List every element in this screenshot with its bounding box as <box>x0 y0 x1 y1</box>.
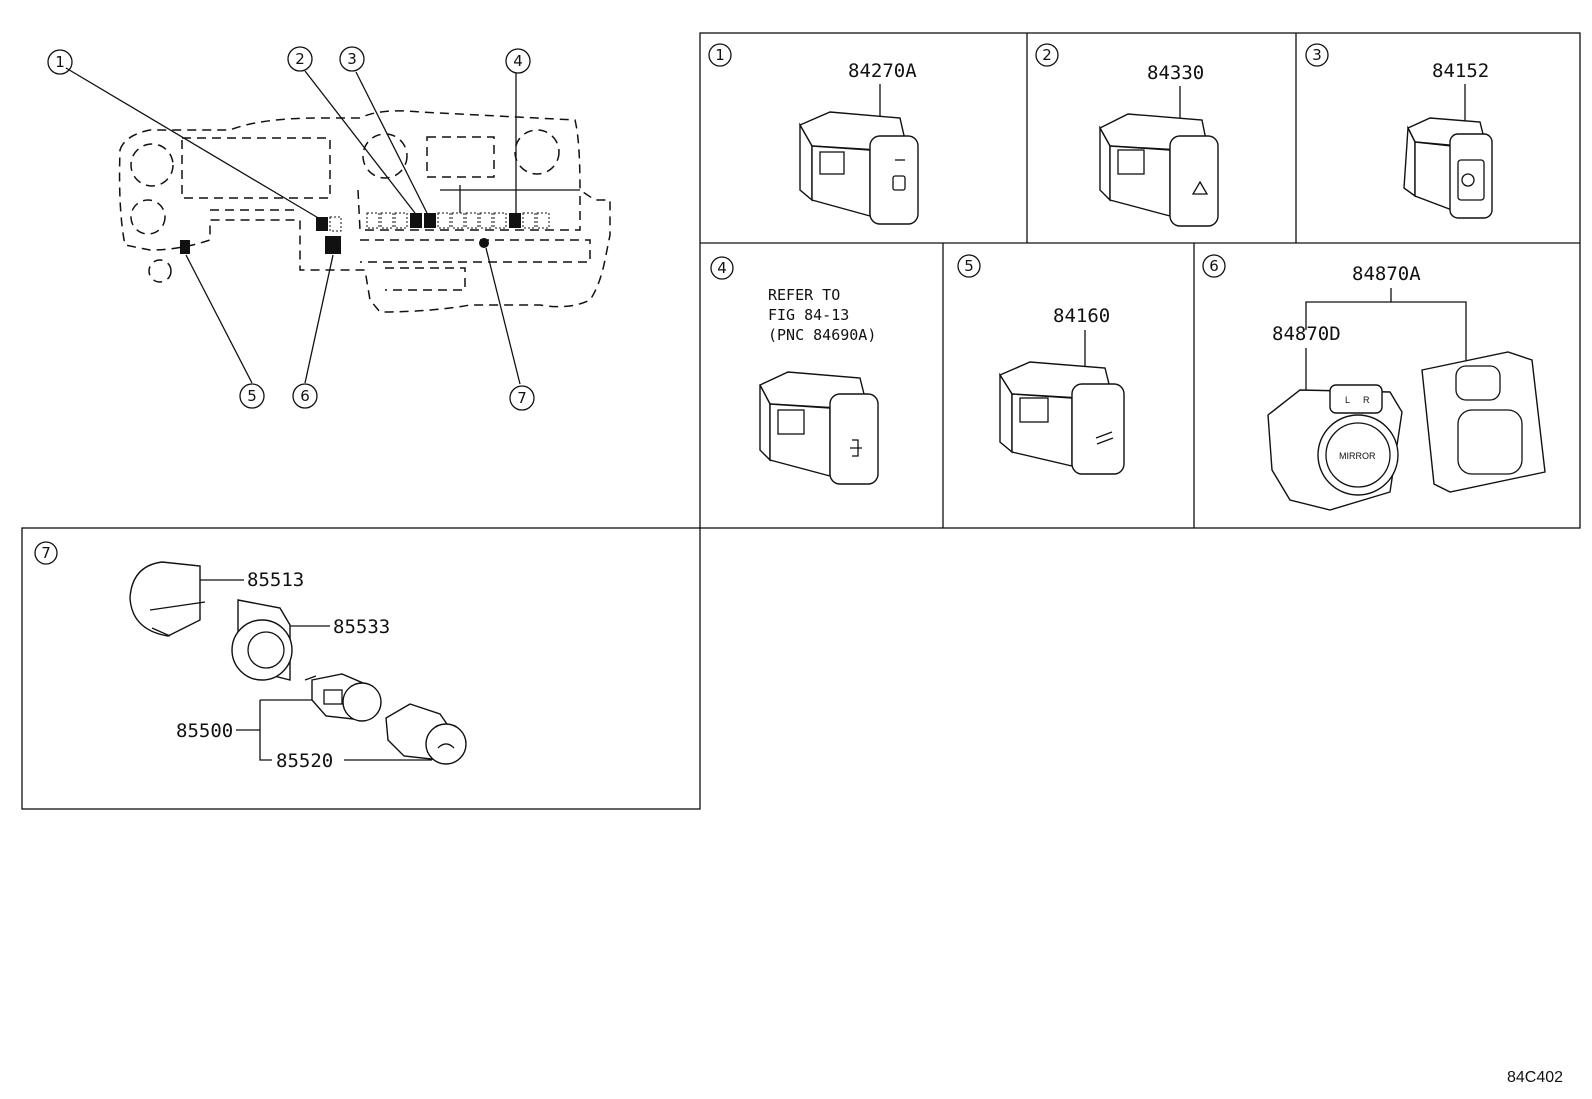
switch-6-marker <box>325 236 341 254</box>
part-number-84270A: 84270A <box>848 60 917 82</box>
part-number-85513: 85513 <box>247 569 304 591</box>
svg-text:2: 2 <box>295 50 305 68</box>
svg-text:1: 1 <box>715 46 725 64</box>
switch-84160 <box>998 361 1125 475</box>
part-number-84330: 84330 <box>1147 62 1204 84</box>
callout-2: 2 <box>287 46 313 72</box>
switch-84270A <box>799 111 919 225</box>
switch-1-marker <box>316 217 328 231</box>
part-number-85520: 85520 <box>276 750 333 772</box>
svg-text:5: 5 <box>247 387 257 405</box>
label-mirror: MIRROR <box>1339 451 1376 461</box>
part-number-84160: 84160 <box>1053 305 1110 327</box>
panel-2: 2 84330 <box>1035 43 1219 227</box>
callout-7: 7 <box>509 385 535 411</box>
figure-code: 84C402 <box>1507 1069 1563 1086</box>
label-r: R <box>1363 395 1370 405</box>
socket-7-marker <box>479 238 489 248</box>
svg-text:2: 2 <box>1042 46 1052 64</box>
svg-text:3: 3 <box>1312 46 1322 64</box>
callout-1: 1 <box>47 49 73 75</box>
plug-85520 <box>385 703 467 765</box>
switch-ref-84690A <box>759 371 879 485</box>
panel-4: 4 REFER TO FIG 84-13 (PNC 84690A) <box>710 256 879 485</box>
svg-text:4: 4 <box>513 52 523 70</box>
svg-text:7: 7 <box>517 389 527 407</box>
callout-5: 5 <box>239 383 265 409</box>
part-number-84870A: 84870A <box>1352 263 1421 285</box>
reference-note-line-3: (PNC 84690A) <box>768 326 876 344</box>
switch-strip <box>366 185 580 229</box>
reference-note-line-2: FIG 84-13 <box>768 306 849 324</box>
svg-text:6: 6 <box>300 387 310 405</box>
callout-4: 4 <box>505 48 531 74</box>
svg-text:4: 4 <box>717 259 727 277</box>
panel-3: 3 84152 <box>1305 43 1493 219</box>
part-number-85500: 85500 <box>176 720 233 742</box>
panel-1: 1 84270A <box>708 43 919 225</box>
svg-text:5: 5 <box>964 257 974 275</box>
part-number-84870D: 84870D <box>1272 323 1341 345</box>
panel-grid <box>699 32 1581 529</box>
panel-6: 6 84870A 84870D L R MIRROR <box>1202 254 1546 511</box>
callout-6: 6 <box>292 383 318 409</box>
svg-text:7: 7 <box>41 544 51 562</box>
svg-text:3: 3 <box>347 50 357 68</box>
svg-text:1: 1 <box>55 53 65 71</box>
reference-note-line-1: REFER TO <box>768 286 840 304</box>
switch-84152 <box>1403 117 1493 219</box>
part-number-85533: 85533 <box>333 616 390 638</box>
switch-84330 <box>1099 113 1219 227</box>
dashboard-overview: 1 2 3 4 5 6 7 <box>47 46 611 411</box>
retainer-85513: 85513 <box>129 561 304 637</box>
panel-5: 5 84160 <box>957 254 1125 475</box>
callout-3: 3 <box>339 46 365 72</box>
panel-7: 7 85513 85533 85500 <box>21 527 701 810</box>
svg-text:6: 6 <box>1209 257 1219 275</box>
bezel-84870A <box>1421 351 1546 493</box>
part-number-84152: 84152 <box>1432 60 1489 82</box>
label-l: L <box>1345 395 1350 405</box>
socket-85500 <box>304 673 382 722</box>
switch-5-marker <box>180 240 190 254</box>
ring-85533: 85533 <box>231 599 390 681</box>
mirror-switch-84870D: L R MIRROR <box>1267 384 1403 511</box>
